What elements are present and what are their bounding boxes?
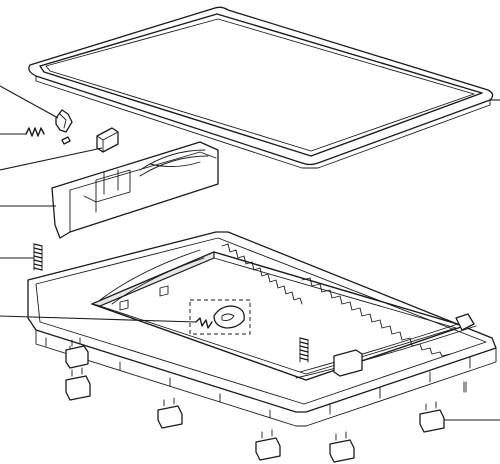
hinge-bracket	[51, 141, 219, 239]
mounting-clip-a	[65, 337, 89, 369]
latch-cap	[96, 127, 119, 153]
compression-spring	[33, 243, 43, 271]
mounting-clip-b	[65, 367, 91, 401]
leader-lock-plate	[0, 315, 197, 323]
hinge-clip	[55, 109, 73, 145]
mounting-clip-e	[329, 431, 355, 463]
mounting-clip-d	[255, 429, 281, 461]
leader-latch-cap	[0, 147, 103, 171]
leader-lines	[0, 85, 500, 421]
leader-hinge-clip	[0, 85, 59, 119]
base-frame	[27, 231, 497, 427]
mounting-clip-f	[419, 401, 445, 433]
spring-small	[25, 127, 45, 137]
mounting-clip-c	[157, 397, 183, 429]
mounting-clip	[65, 337, 445, 463]
lock-plate	[189, 299, 251, 335]
seal-frame	[28, 6, 494, 169]
